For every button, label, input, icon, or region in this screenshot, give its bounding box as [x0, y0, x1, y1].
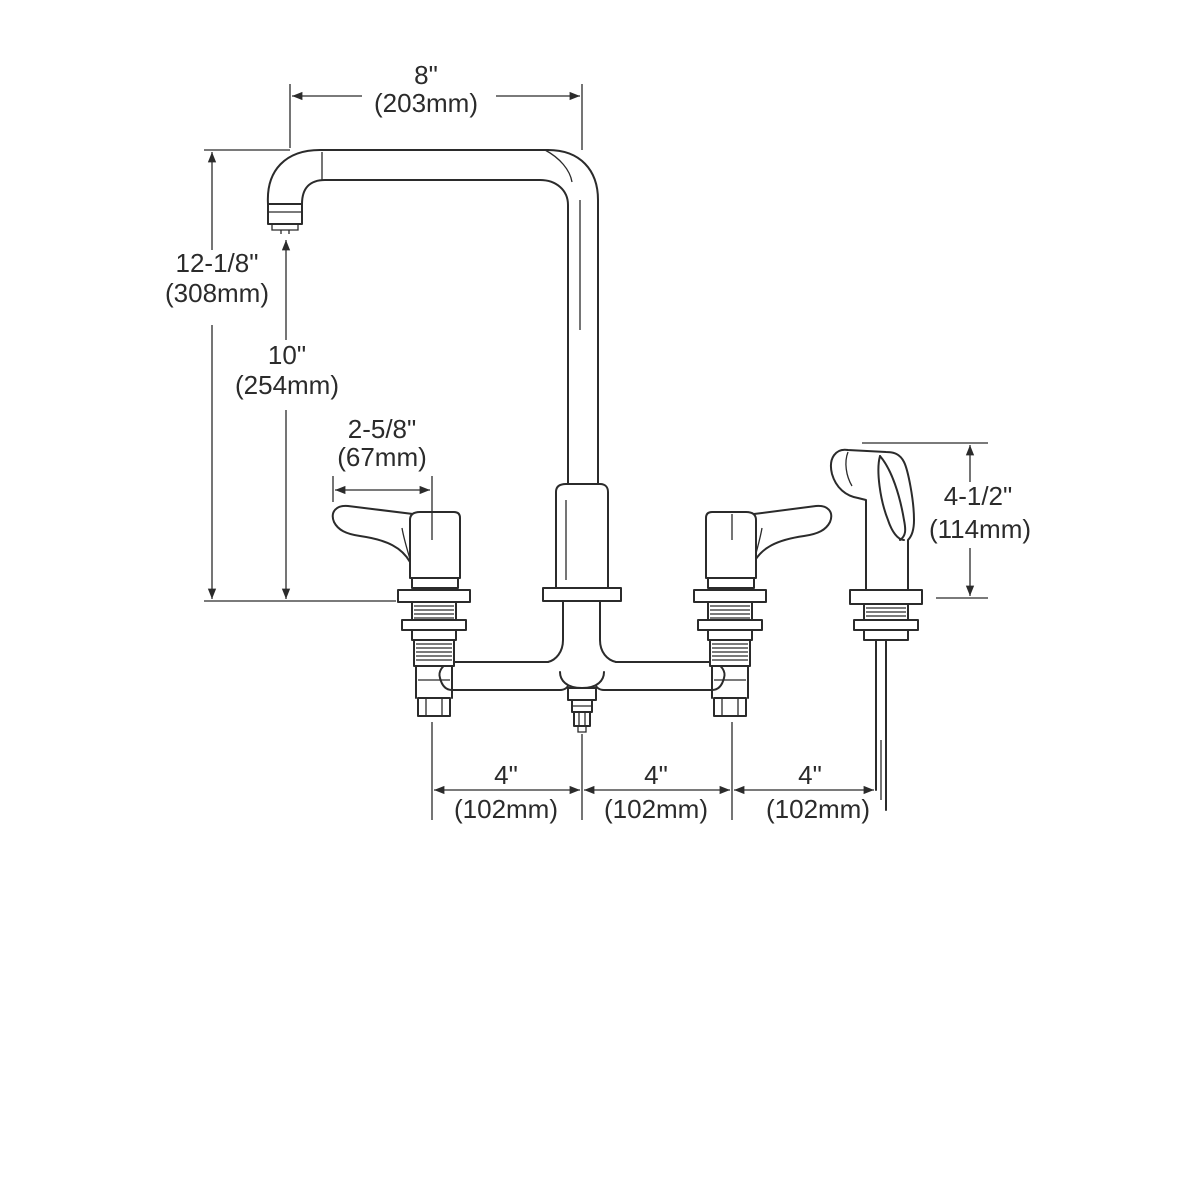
left-valve: [331, 504, 471, 717]
label-spout-clearance: 10" (254mm): [222, 340, 350, 410]
center-body: [542, 483, 622, 663]
spout-reach-imperial: 8": [414, 60, 438, 90]
label-spacing-middle: 4" (102mm): [596, 760, 720, 830]
right-valve: [693, 504, 833, 717]
spacing-right-metric: (102mm): [766, 794, 870, 824]
label-spout-reach: 8" (203mm): [362, 60, 496, 120]
spacing-middle-metric: (102mm): [604, 794, 708, 824]
spacing-left-metric: (102mm): [454, 794, 558, 824]
bridge-manifold: [438, 661, 726, 733]
dim-spout-reach: [289, 84, 583, 150]
label-spacing-right: 4" (102mm): [758, 760, 876, 830]
label-spacing-left: 4" (102mm): [446, 760, 570, 830]
spout-reach-metric: (203mm): [374, 88, 478, 118]
dim-spacing-row: [431, 722, 874, 820]
dim-overall-height: [204, 149, 396, 602]
spout: [266, 149, 599, 493]
label-overall-height: 12-1/8" (308mm): [150, 248, 282, 324]
label-handle-length: 2-5/8" (67mm): [337, 414, 427, 472]
handle-length-metric: (67mm): [337, 442, 427, 472]
sprayer-height-imperial: 4-1/2": [944, 481, 1013, 511]
overall-height-imperial: 12-1/8": [176, 248, 259, 278]
side-sprayer: [830, 448, 923, 811]
dim-handle-length: [332, 476, 433, 514]
handle-length-imperial: 2-5/8": [348, 414, 417, 444]
spacing-left-imperial: 4": [494, 760, 518, 790]
overall-height-metric: (308mm): [165, 278, 269, 308]
sprayer-height-metric: (114mm): [929, 514, 1031, 544]
label-sprayer-height: 4-1/2" (114mm): [918, 481, 1042, 548]
dim-sprayer-height: [862, 442, 988, 599]
spout-clearance-metric: (254mm): [235, 370, 339, 400]
spacing-middle-imperial: 4": [644, 760, 668, 790]
spout-clearance-imperial: 10": [268, 340, 306, 370]
spacing-right-imperial: 4": [798, 760, 822, 790]
